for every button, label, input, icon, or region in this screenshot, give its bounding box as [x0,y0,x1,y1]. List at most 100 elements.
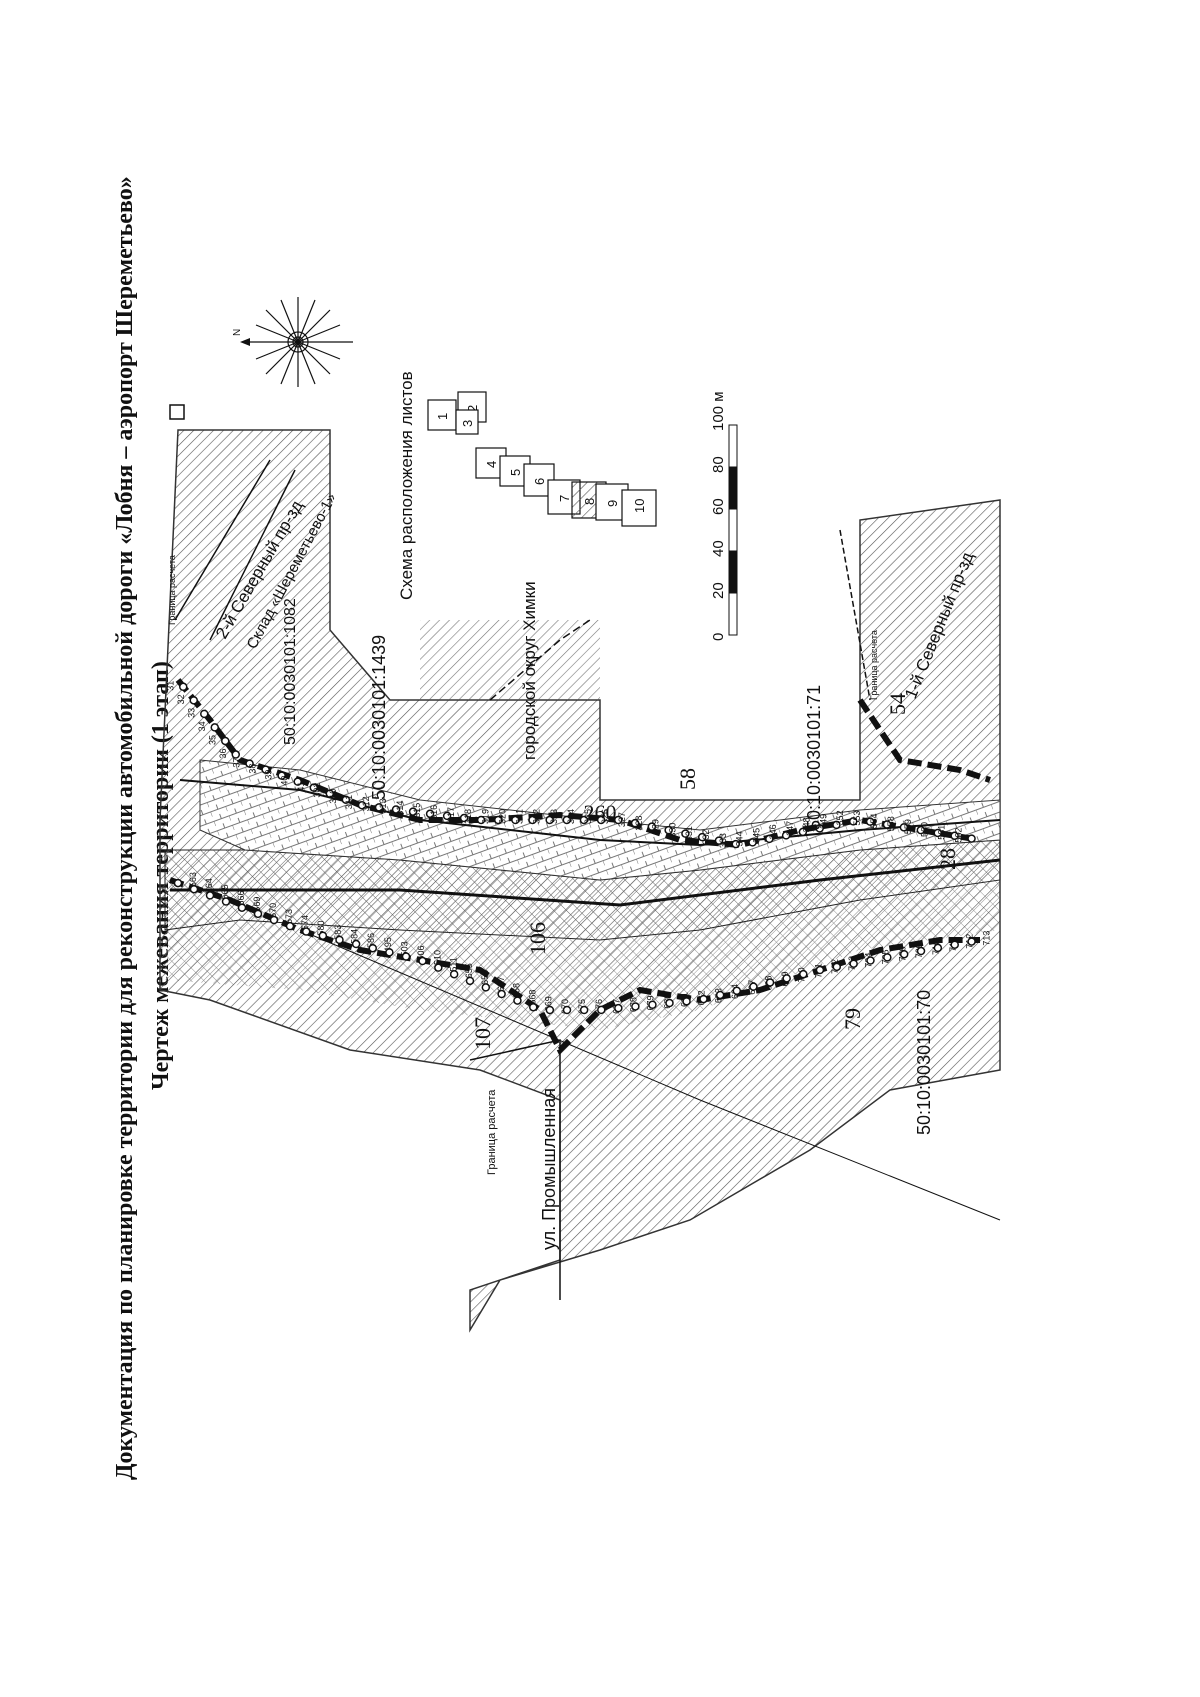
sheet-number: 5 [508,469,523,476]
survey-point-number: 332 [701,830,711,845]
survey-point-number: 33 [186,708,196,718]
survey-point-number: 558 [886,816,896,831]
road-axis [170,858,1001,907]
scale-tick-label: 100 м [710,391,727,431]
survey-point-number: 559 [903,819,913,834]
survey-point-marker [798,827,808,837]
survey-point-marker [357,801,367,810]
survey-point-marker [351,939,361,949]
calc-boundary-3: Граница расчета [486,1089,498,1175]
survey-point-number: 331 [684,826,694,841]
dashed-border [489,619,591,701]
survey-point-marker [882,820,892,829]
survey-point-marker [849,959,858,968]
survey-point-marker [715,990,725,1000]
survey-point-marker [731,839,741,849]
survey-point-number: 324 [566,809,576,824]
survey-point-marker [562,1005,572,1015]
survey-point-number: 36 [218,749,228,759]
survey-point-marker [341,795,351,804]
survey-point-marker [277,771,286,780]
survey-point-number: 669 [543,996,553,1011]
road-corridor-south [165,880,1000,1030]
survey-point-marker [899,949,909,959]
diagonal-line [299,929,1001,1221]
survey-point-marker [865,817,875,826]
survey-point-number: 584 [349,929,359,944]
survey-point-marker [749,982,758,991]
survey-point-marker [449,969,459,979]
parcel-boundary-south [169,877,980,1056]
survey-point-marker [179,682,188,692]
survey-point-number: 313 [378,798,388,813]
survey-point-marker [562,815,572,825]
parcel-107: 107 [470,1017,495,1050]
cadastral-71: 50:10:0030101:71 [804,685,824,830]
district-area [420,620,600,700]
sheet-number: 8 [582,498,597,505]
survey-point-number: 347 [785,821,795,836]
survey-point-marker [933,828,942,838]
survey-point-marker [664,825,673,835]
survey-point-number: 345 [751,828,761,843]
parcel-boundary-north [175,678,981,849]
survey-point-number: 352 [835,810,845,825]
survey-point-marker [425,809,435,819]
survey-point-marker [545,1005,555,1015]
survey-point-marker [714,836,724,845]
survey-point-marker [301,927,311,936]
survey-point-marker [261,765,270,774]
survey-point-number: 35 [207,735,217,745]
road-line-2nd-proezd [174,459,271,621]
compass-rose-icon: N [232,297,353,387]
survey-point-number: 563 [188,872,198,887]
survey-point-marker [699,994,708,1004]
survey-point-marker [967,937,976,946]
survey-point-marker [933,943,943,953]
survey-point-marker [494,815,503,825]
scale-segment [728,508,738,552]
survey-point-number: 348 [802,817,812,832]
survey-point-marker [418,956,427,966]
survey-point-marker [631,1002,640,1011]
survey-point-number: 329 [651,819,661,834]
survey-point-number: 39 [264,770,274,780]
survey-point-marker [781,831,791,840]
survey-point-marker [748,838,757,847]
sheet-number: 10 [632,499,647,513]
survey-point-marker [597,1005,606,1015]
survey-point-marker [765,834,774,844]
survey-point-marker [511,815,520,825]
survey-point-marker [285,921,295,931]
road-line-1st-proezd [839,529,871,701]
survey-point-number: 564 [204,878,214,893]
parcel-106: 106 [525,922,550,955]
scheme-title: Схема расположения листов [397,371,416,600]
survey-point-number: 495 [383,937,393,952]
survey-point-marker [318,931,328,940]
survey-point-marker [459,813,469,823]
sheet-number: 6 [532,478,547,485]
survey-point-marker [815,965,825,975]
scale-segment [728,550,738,594]
survey-point-number: 314 [395,801,405,816]
survey-point-number: 327 [617,812,627,827]
survey-point-number: 569 [252,897,262,912]
survey-point-number: 566 [236,891,246,906]
survey-point-marker [205,891,215,900]
survey-point-number: 565 [220,884,230,899]
district-label: городской округ Химки [520,581,539,760]
survey-point-marker [579,815,589,825]
survey-point-number: 658 [512,983,522,998]
survey-point-number: 570 [268,903,278,918]
sheet-number: 2 [465,405,480,412]
survey-point-marker [391,805,401,814]
survey-point-number: 323 [549,809,559,824]
survey-point-number: 573 [284,909,294,924]
survey-point-marker [848,817,858,826]
survey-point-number: 333 [718,833,728,848]
